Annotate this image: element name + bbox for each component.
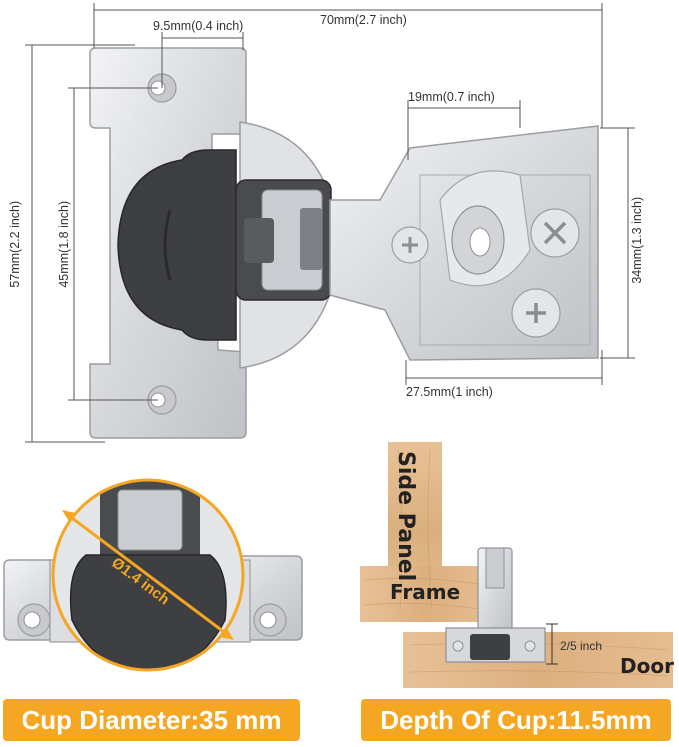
- cup-depth-banner: Depth Of Cup:11.5mm: [361, 699, 671, 741]
- hinge-top-view: [89, 47, 599, 439]
- magnify-circle: [51, 478, 245, 672]
- diameter-line: [67, 513, 229, 637]
- arm-slot-label: 19mm(0.7 inch): [408, 90, 495, 104]
- door-label: Door: [620, 654, 674, 678]
- plate-height-label: 34mm(1.3 inch): [629, 196, 644, 284]
- plate-width-label: 27.5mm(1 inch): [406, 385, 493, 399]
- side-panel-label: Side Panel: [393, 451, 418, 582]
- total-height-label: 57mm(2.2 inch): [7, 200, 22, 288]
- cup-closeup: [3, 478, 303, 672]
- installation-diagram: [360, 442, 673, 688]
- hinge-cup: [117, 149, 237, 341]
- frame-label: Frame: [390, 580, 461, 604]
- offset-label: 2/5 inch: [560, 639, 603, 653]
- frame: [360, 566, 490, 622]
- cup-diameter-banner: Cup Diameter:35 mm: [3, 699, 300, 741]
- dimension-lines: [25, 3, 635, 443]
- hole-spacing-label: 45mm(1.8 inch): [56, 200, 71, 288]
- hole-offset-label: 9.5mm(0.4 inch): [153, 19, 244, 33]
- overall-width-label: 70mm(2.7 inch): [320, 13, 407, 27]
